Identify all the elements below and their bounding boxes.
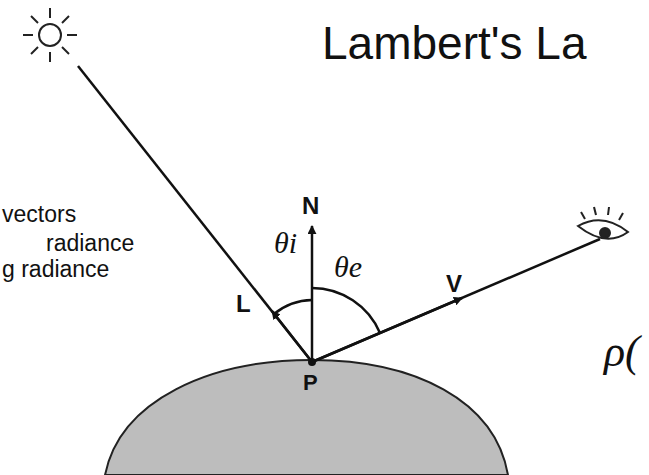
caption-fragment: g radiance xyxy=(2,258,109,281)
light-ray xyxy=(78,66,312,362)
angle-arc-e xyxy=(312,288,380,333)
angle-label: θe xyxy=(334,252,362,282)
formula-fragment: ρ( xyxy=(604,330,640,374)
slide-title: Lambert's La xyxy=(322,20,586,66)
vector-label: V xyxy=(446,272,462,296)
view-ray xyxy=(312,239,600,362)
point-label: P xyxy=(303,372,318,394)
eye-icon xyxy=(578,207,628,239)
caption-fragment: vectors xyxy=(2,203,76,226)
l-vector xyxy=(272,311,312,362)
angle-label: θi xyxy=(274,228,297,258)
vector-label: L xyxy=(236,292,251,316)
sun-icon xyxy=(23,8,77,62)
vector-label: N xyxy=(302,194,319,218)
v-vector xyxy=(312,298,462,362)
angle-arc-i xyxy=(274,300,312,314)
caption-fragment: radiance xyxy=(46,232,134,255)
point-p xyxy=(308,358,316,366)
n-vector xyxy=(311,226,314,362)
surface xyxy=(105,360,508,475)
